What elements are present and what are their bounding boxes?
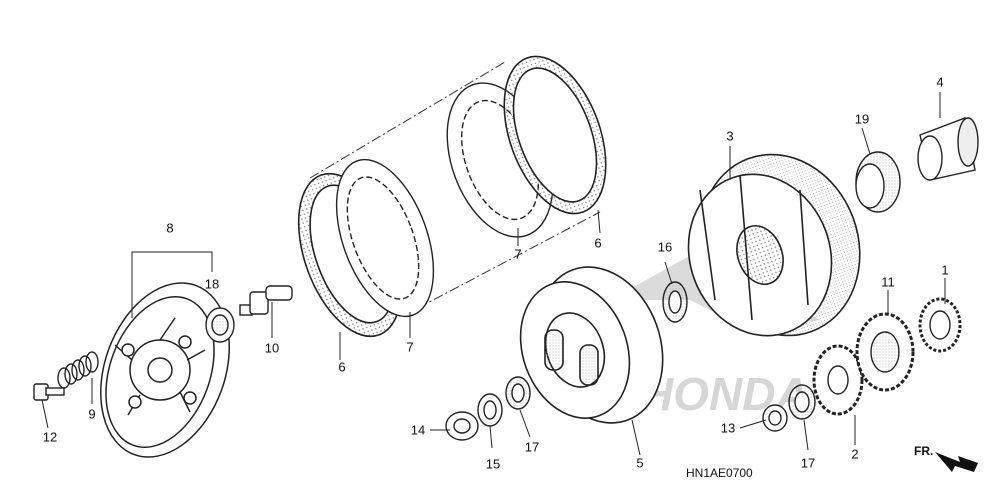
callout-6-right: 6	[594, 235, 602, 251]
callout-5: 5	[636, 455, 644, 471]
callout-7-right: 7	[514, 246, 522, 262]
washer-15	[477, 393, 503, 427]
callout-1: 1	[941, 262, 949, 278]
needle-bearing	[855, 151, 901, 213]
bearing	[205, 307, 235, 343]
callout-6-left: 6	[338, 359, 346, 375]
callout-7-left: 7	[406, 339, 414, 355]
clutch-outer	[687, 153, 861, 337]
callout-11: 11	[881, 274, 895, 290]
lifter-piece	[239, 285, 293, 316]
direction-label: FR.	[914, 444, 934, 458]
washer-17-right	[788, 384, 816, 420]
clutch-plate-left	[335, 158, 435, 318]
callout-9: 9	[88, 406, 96, 422]
washer-17-left	[505, 376, 531, 410]
callout-17-left: 17	[524, 439, 540, 455]
callout-19: 19	[854, 111, 870, 127]
washer-16	[662, 281, 688, 323]
friction-disc-right	[503, 55, 607, 215]
bolt	[33, 383, 65, 401]
callout-2: 2	[851, 446, 859, 462]
diagram-code: HN1AE0700	[686, 466, 753, 480]
callout-14: 14	[410, 422, 426, 438]
front-direction-arrow	[935, 452, 978, 472]
collar	[917, 117, 979, 181]
leader-lines	[41, 92, 946, 456]
callout-10: 10	[264, 340, 280, 356]
callout-4: 4	[936, 74, 944, 90]
gear-2	[812, 344, 864, 416]
callout-17-right: 17	[800, 455, 816, 471]
nut-13	[762, 404, 788, 432]
gear-11	[855, 312, 915, 392]
callout-8: 8	[166, 220, 174, 236]
alignment-lines	[309, 61, 601, 309]
callout-3: 3	[726, 128, 734, 144]
gear-1	[918, 297, 962, 353]
callout-18: 18	[204, 276, 220, 292]
callout-13: 13	[720, 420, 736, 436]
pressure-plate	[100, 282, 230, 458]
lock-nut-14	[445, 411, 479, 441]
callout-12: 12	[42, 429, 58, 445]
callout-16: 16	[657, 239, 673, 255]
callout-15: 15	[485, 456, 501, 472]
clutch-center	[519, 266, 664, 424]
